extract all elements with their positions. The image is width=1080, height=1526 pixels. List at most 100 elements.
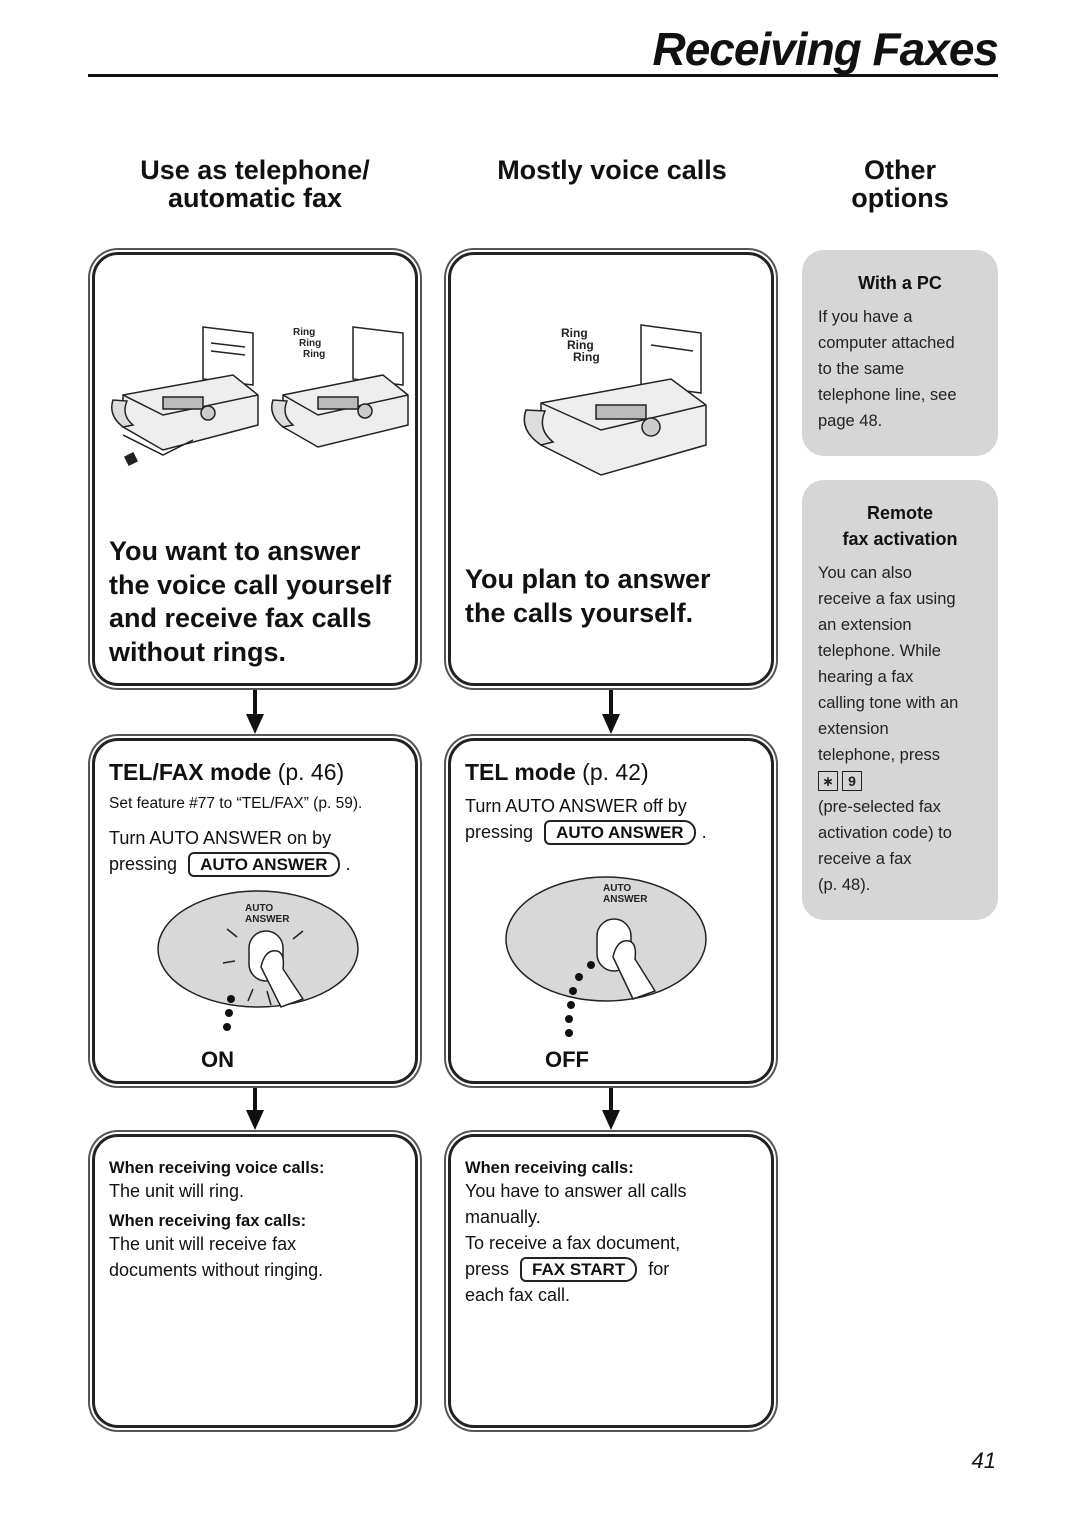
ring-text: Ring xyxy=(561,326,588,340)
instruction-text: pressing xyxy=(465,822,534,842)
panel-line: to the same xyxy=(818,360,905,378)
result-line: To receive a fax document, xyxy=(465,1233,681,1253)
heading-line: automatic fax xyxy=(167,183,343,213)
button-label-answer: ANSWER xyxy=(603,894,648,905)
remote-text: You can also receive a fax using an exte… xyxy=(818,560,982,898)
ring-text: Ring xyxy=(567,338,594,352)
summary-line: and receive fax calls xyxy=(109,603,372,633)
mode-name: TEL/FAX mode xyxy=(109,759,272,785)
instruction-text: pressing xyxy=(109,854,178,874)
tel-result-text: When receiving calls: You have to answer… xyxy=(465,1159,765,1308)
panel-line: activation code) to xyxy=(818,824,952,842)
telfax-result-box: When receiving voice calls: The unit wil… xyxy=(92,1134,418,1428)
flow-arrow-line xyxy=(253,690,257,716)
result-fax-text: documents without ringing. xyxy=(109,1260,324,1280)
key-sequence: ∗9 xyxy=(818,768,982,794)
tel-mode-title: TEL mode (p. 42) xyxy=(465,759,649,786)
panel-line: computer attached xyxy=(818,334,955,352)
panel-line: (p. 48). xyxy=(818,876,871,894)
with-pc-panel: With a PC If you have a computer attache… xyxy=(802,250,998,456)
summary-line: without rings. xyxy=(109,636,286,667)
tel-mode-box: TEL mode (p. 42) Turn AUTO ANSWER off by… xyxy=(448,738,774,1084)
fax-machines-illustration: Ring Ring Ring xyxy=(111,326,409,467)
with-pc-text: If you have a computer attached to the s… xyxy=(818,304,982,434)
flow-arrow-line xyxy=(253,1088,257,1112)
column-heading-other-options: Other options xyxy=(800,156,1000,212)
tel-summary-text: You plan to answer the calls yourself. xyxy=(465,563,765,630)
fax-machine-illustration: Ring Ring Ring xyxy=(523,324,707,476)
remote-fax-activation-panel: Remote fax activation You can also recei… xyxy=(802,480,998,920)
summary-line: You want to answer xyxy=(109,536,361,566)
panel-line: (pre-selected fax xyxy=(818,798,941,816)
ring-text: Ring xyxy=(293,327,315,338)
summary-line: the calls yourself. xyxy=(465,597,694,628)
flow-arrow-head xyxy=(246,1110,264,1130)
panel-line: extension xyxy=(818,720,889,738)
flow-arrow-line xyxy=(609,1088,613,1112)
button-label-auto: AUTO xyxy=(245,903,273,914)
period: . xyxy=(701,822,707,842)
result-line: press xyxy=(465,1259,510,1279)
button-label-auto: AUTO xyxy=(603,883,631,894)
result-line: for xyxy=(648,1259,670,1279)
flow-arrow-head xyxy=(602,714,620,734)
ring-text: Ring xyxy=(573,350,600,364)
result-fax-text: The unit will receive fax xyxy=(109,1234,297,1254)
instruction-line: Turn AUTO ANSWER off by xyxy=(465,796,687,816)
fax-start-key: FAX START xyxy=(520,1257,638,1282)
auto-answer-key: AUTO ANSWER xyxy=(188,852,340,877)
auto-answer-button-on-illustration: AUTO ANSWER xyxy=(157,890,359,1031)
flow-arrow-line xyxy=(609,690,613,716)
tel-instruction: Turn AUTO ANSWER off by pressing AUTO AN… xyxy=(465,793,765,845)
panel-line: You can also xyxy=(818,564,912,582)
column-heading-telephone-fax: Use as telephone/ automatic fax xyxy=(100,156,410,212)
result-line: each fax call. xyxy=(465,1285,571,1305)
telfax-mode-box: TEL/FAX mode (p. 46) Set feature #77 to … xyxy=(92,738,418,1084)
star-key-icon: ∗ xyxy=(818,771,838,791)
panel-line: calling tone with an xyxy=(818,694,959,712)
telfax-instruction: Turn AUTO ANSWER on by pressing AUTO ANS… xyxy=(109,825,409,877)
telfax-mode-title: TEL/FAX mode (p. 46) xyxy=(109,759,344,786)
ring-text: Ring xyxy=(299,338,321,349)
auto-answer-key: AUTO ANSWER xyxy=(544,820,696,845)
result-voice-text: The unit will ring. xyxy=(109,1181,245,1201)
flow-arrow-head xyxy=(246,714,264,734)
column-heading-voice-calls: Mostly voice calls xyxy=(452,156,772,184)
panel-line: page 48. xyxy=(818,412,883,430)
period: . xyxy=(345,854,351,874)
heading-line: Mostly voice calls xyxy=(497,155,727,185)
off-state-label: OFF xyxy=(545,1047,589,1072)
result-fax-label: When receiving fax calls: xyxy=(109,1212,307,1230)
summary-line: the voice call yourself xyxy=(109,569,392,600)
heading-line: Other xyxy=(863,155,936,185)
panel-line: telephone line, see xyxy=(818,386,957,404)
panel-line: hearing a fax xyxy=(818,668,914,686)
telfax-summary-text: You want to answer the voice call yourse… xyxy=(109,535,409,669)
tel-result-box: When receiving calls: You have to answer… xyxy=(448,1134,774,1428)
remote-title: Remote fax activation xyxy=(818,500,982,552)
result-voice-label: When receiving voice calls: xyxy=(109,1159,325,1177)
flow-arrow-head xyxy=(602,1110,620,1130)
result-line: You have to answer all calls xyxy=(465,1181,687,1201)
on-state-label: ON xyxy=(201,1047,234,1072)
instruction-line: Turn AUTO ANSWER on by xyxy=(109,828,332,848)
telfax-result-text: When receiving voice calls: The unit wil… xyxy=(109,1159,409,1283)
mode-page-ref: (p. 46) xyxy=(277,759,345,785)
remote-title-line: Remote xyxy=(866,503,933,523)
panel-line: telephone, press xyxy=(818,746,941,764)
mode-name: TEL mode xyxy=(465,759,576,785)
panel-line: telephone. While xyxy=(818,642,941,660)
mode-page-ref: (p. 42) xyxy=(582,759,649,785)
panel-line: receive a fax xyxy=(818,850,912,868)
with-pc-title: With a PC xyxy=(858,273,942,293)
ring-text: Ring xyxy=(303,349,325,360)
panel-line: receive a fax using xyxy=(818,590,956,608)
heading-line: Use as telephone/ xyxy=(140,155,370,185)
heading-line: options xyxy=(851,183,949,213)
title-rule xyxy=(88,74,998,77)
tel-summary-box: Ring Ring Ring You plan to answer the ca… xyxy=(448,252,774,686)
summary-line: You plan to answer xyxy=(465,564,711,594)
feature-note: Set feature #77 to “TEL/FAX” (p. 59). xyxy=(109,795,363,812)
page-number: 41 xyxy=(971,1448,996,1473)
panel-line: an extension xyxy=(818,616,912,634)
